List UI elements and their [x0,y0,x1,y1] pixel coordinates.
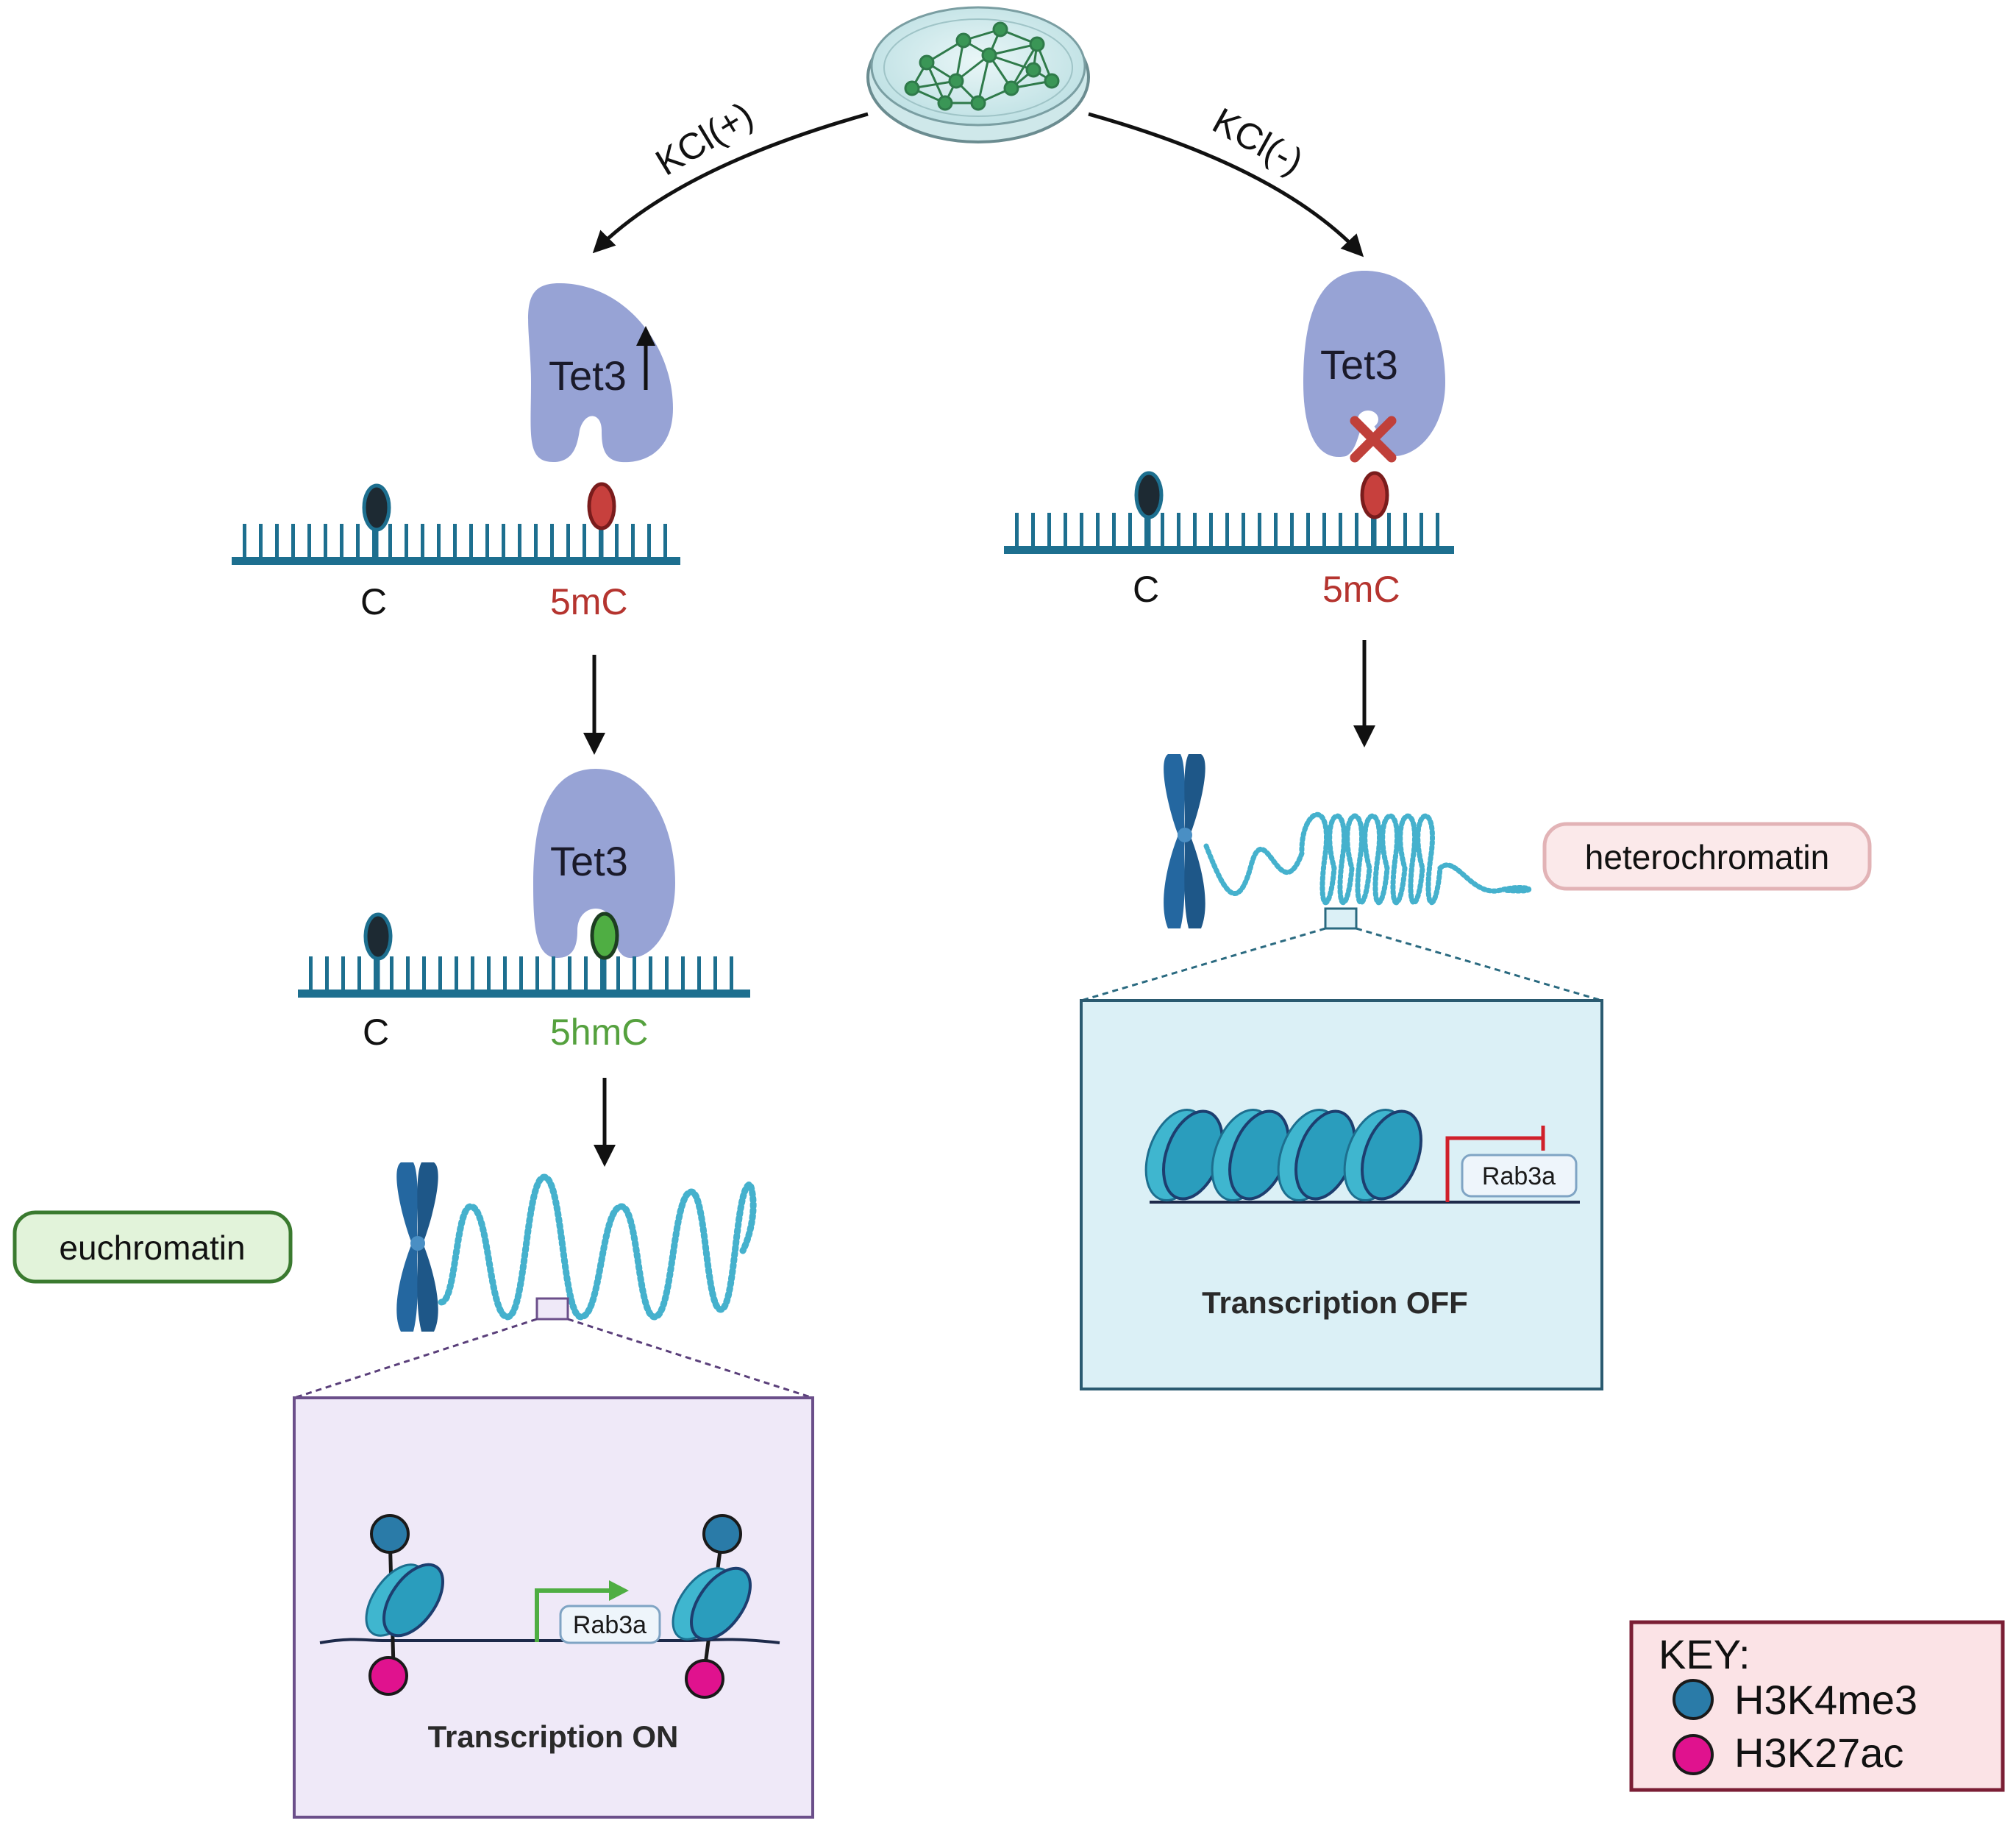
legend-title: KEY: [1659,1631,1750,1677]
dna-strand-right [1004,471,1454,554]
methyl-cytosine-marker [1360,471,1389,546]
dna-strand-top-left [232,482,680,565]
svg-text:euchromatin: euchromatin [59,1229,245,1267]
tet3-label-top-left: Tet3 [549,352,627,399]
transcription-status-left: Transcription ON [428,1719,679,1754]
transcription-status-right: Transcription OFF [1202,1285,1468,1320]
legend-h3k27ac-label: H3K27ac [1734,1730,1903,1776]
euchromatin-badge: euchromatin [13,1210,293,1284]
cytosine-marker [363,912,393,990]
gene-box-left: Rab3a [559,1605,661,1644]
dna-strand-bottom-left [298,912,750,998]
kcl-plus-label: KCl(+) [649,94,760,184]
h3k4me3-mark [702,1514,742,1554]
chromosome-icon-left [396,1162,438,1332]
tet3-label-bottom-left: Tet3 [550,838,628,884]
kcl-minus-label: KCl(-) [1206,100,1310,182]
arrow-kcl-plus [592,112,869,254]
h3k4me3-mark [370,1514,410,1554]
c-label-bottom-left: C [363,1012,389,1053]
legend-h3k27ac-swatch [1673,1734,1714,1775]
methyl-cytosine-marker [587,482,616,557]
svg-text:heterochromatin: heterochromatin [1585,838,1829,876]
nucleosome-left [365,1514,444,1696]
c-label-right: C [1133,569,1159,610]
compact-nucleosome-array [1144,1108,1422,1202]
up-arrow-icon [636,326,655,390]
h3k27ac-mark [368,1656,408,1696]
cytosine-marker [362,483,391,557]
euchromatin-fiber [438,1173,757,1321]
h3k27ac-mark [685,1659,724,1699]
promoter-active-arrow-icon [535,1580,629,1642]
tet3-enzyme-top-left: Tet3 [528,283,673,463]
5mc-label-right: 5mC [1322,569,1400,610]
heterochromatin-zoom-box: Rab3a Transcription OFF [1080,999,1603,1390]
zoom-marker-left [535,1297,569,1321]
hydroxymethyl-cytosine-marker [590,912,619,990]
tet3-enzyme-right: Tet3 [1303,271,1445,463]
petri-dish-with-neurons [866,6,1090,143]
5hmc-label-bottom-left: 5hmC [550,1012,648,1053]
blocked-x-icon [1350,416,1397,463]
chromosome-icon-right [1164,754,1205,928]
legend-key: KEY: H3K4me3 H3K27ac [1629,1620,2005,1792]
euchromatin-zoom-box: Rab3a Transcription ON [293,1396,814,1819]
heterochromatin-fiber [1203,812,1532,906]
svg-text:Rab3a: Rab3a [1482,1162,1556,1190]
arrow-kcl-minus [1088,112,1364,257]
5mc-label-top-left: 5mC [550,581,628,622]
promoter-repressed-icon [1445,1126,1545,1202]
svg-text:Rab3a: Rab3a [573,1611,647,1639]
tet3-label-right: Tet3 [1320,341,1398,388]
tet3-enzyme-bottom-left: Tet3 [533,769,675,959]
cytosine-marker [1134,471,1164,546]
legend-h3k4me3-swatch [1673,1679,1714,1720]
nucleosome-right [672,1514,752,1699]
legend-h3k4me3-label: H3K4me3 [1734,1677,1917,1723]
zoom-marker-right [1324,907,1358,930]
c-label-top-left: C [360,581,387,622]
heterochromatin-badge: heterochromatin [1542,822,1872,891]
gene-box-right: Rab3a [1461,1154,1578,1198]
